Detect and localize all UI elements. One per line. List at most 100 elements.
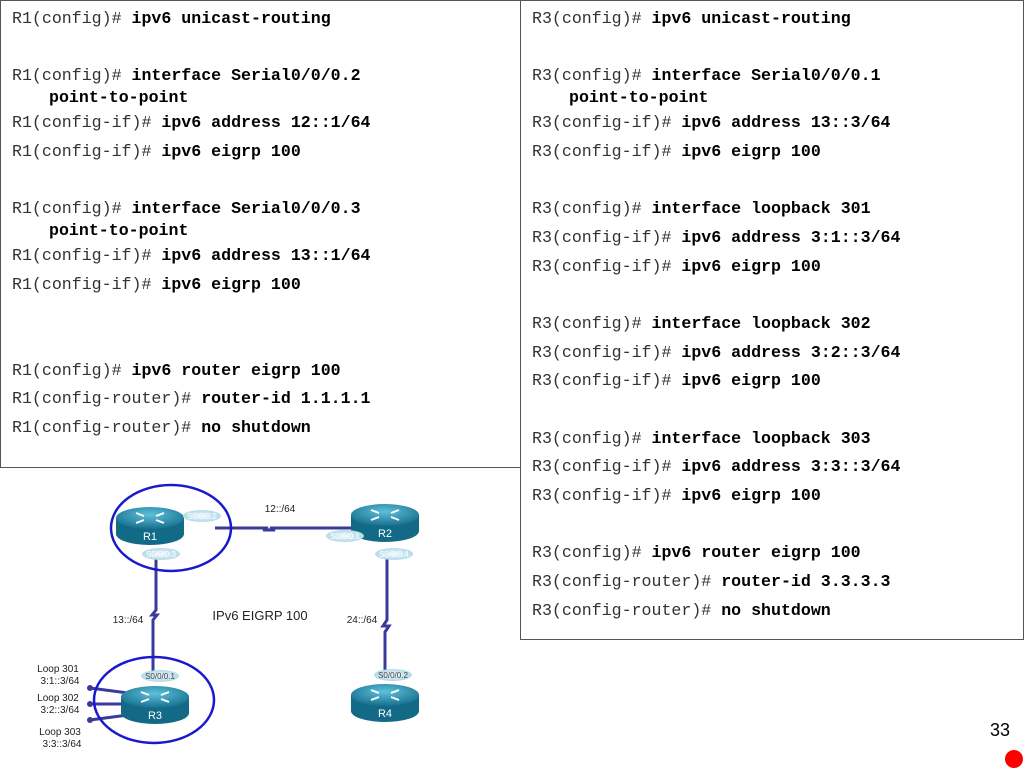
blank-line xyxy=(12,299,371,356)
config-line: R3(config)# ipv6 router eigrp 100 xyxy=(532,539,900,568)
r2-s004-pill xyxy=(375,548,413,560)
r3-s001-pill xyxy=(141,670,179,682)
r4-s002-pill xyxy=(374,669,412,681)
config-line: R1(config-if)# ipv6 address 12::1/64 xyxy=(12,109,371,138)
config-line: R1(config)# interface Serial0/0/0.3 xyxy=(12,195,371,224)
config-line: R3(config)# interface Serial0/0/0.1 xyxy=(532,62,900,91)
config-command: ipv6 eigrp 100 xyxy=(681,256,821,276)
config-prompt: R1(config)# xyxy=(12,360,132,380)
config-prompt: R3(config)# xyxy=(532,543,652,563)
config-command: ipv6 address 3:1::3/64 xyxy=(681,227,901,247)
router-r2-icon xyxy=(351,504,419,542)
config-command: interface Serial0/0/0.1 xyxy=(651,66,881,86)
config-command: ipv6 address 3:3::3/64 xyxy=(681,457,901,477)
config-prompt: R1(config-router)# xyxy=(12,389,202,409)
config-line: R3(config-if)# ipv6 eigrp 100 xyxy=(532,138,900,167)
config-command: point-to-point xyxy=(49,88,189,108)
loop303-addr: 3:3::3/64 xyxy=(43,739,82,750)
config-command: router-id 1.1.1.1 xyxy=(201,389,371,409)
config-prompt: R1(config)# xyxy=(12,66,132,86)
config-line: R1(config)# ipv6 router eigrp 100 xyxy=(12,357,371,386)
loopback-dot-302 xyxy=(87,701,93,707)
config-command: interface Serial0/0/0.3 xyxy=(131,199,361,219)
r2-s004-label: S0/0/0.4 xyxy=(379,550,409,559)
config-prompt: R3(config-if)# xyxy=(532,227,682,247)
config-line: R3(config-if)# ipv6 eigrp 100 xyxy=(532,367,900,396)
config-line: R1(config-if)# ipv6 eigrp 100 xyxy=(12,138,371,167)
eigrp-label: IPv6 EIGRP 100 xyxy=(212,608,307,623)
loop301-name: Loop 301 xyxy=(37,664,79,675)
config-command: ipv6 address 12::1/64 xyxy=(161,113,371,133)
config-prompt: R1(config-router)# xyxy=(12,417,202,437)
r1-s002-label: S0/0/0.2 xyxy=(187,512,217,521)
blank-line xyxy=(532,34,900,63)
r2-s001-pill xyxy=(326,530,364,542)
config-line: R3(config-if)# ipv6 address 3:2::3/64 xyxy=(532,339,900,368)
router-r4-label: R4 xyxy=(378,708,392,720)
link-r1-r2 xyxy=(215,526,360,532)
config-command: interface loopback 303 xyxy=(651,428,871,448)
config-prompt: R1(config)# xyxy=(12,199,132,219)
config-command: point-to-point xyxy=(49,220,189,240)
loop301-addr: 3:1::3/64 xyxy=(41,676,80,687)
loopback-line-303 xyxy=(89,713,129,722)
config-line: R1(config)# ipv6 unicast-routing xyxy=(12,5,371,34)
config-command: ipv6 router eigrp 100 xyxy=(131,360,341,380)
config-command: ipv6 eigrp 100 xyxy=(681,486,821,505)
config-command: ipv6 address 3:2::3/64 xyxy=(681,342,901,362)
router-r4-icon xyxy=(351,684,419,722)
config-prompt: R3(config-router)# xyxy=(532,572,722,592)
blank-line xyxy=(532,511,900,540)
config-line: R1(config-router)# router-id 1.1.1.1 xyxy=(12,385,371,414)
config-continuation: point-to-point xyxy=(532,86,900,109)
link-r1-r3 xyxy=(148,550,161,675)
config-prompt: R3(config-if)# xyxy=(532,113,682,133)
config-command: ipv6 eigrp 100 xyxy=(681,371,821,391)
r1-s002-pill xyxy=(183,510,221,522)
config-command: ipv6 eigrp 100 xyxy=(681,141,821,161)
blank-line xyxy=(12,166,371,195)
config-prompt: R3(config-if)# xyxy=(532,342,682,362)
page-number: 33 xyxy=(990,720,1011,740)
config-prompt: R1(config)# xyxy=(12,9,132,28)
config-line: R3(config-if)# ipv6 eigrp 100 xyxy=(532,253,900,282)
config-continuation: point-to-point xyxy=(12,86,371,109)
config-line: R3(config)# ipv6 unicast-routing xyxy=(532,5,900,34)
config-prompt: R3(config-router)# xyxy=(532,600,722,620)
config-line: R3(config)# interface loopback 303 xyxy=(532,425,900,454)
config-prompt: R1(config-if)# xyxy=(12,245,162,265)
config-command: interface Serial0/0/0.2 xyxy=(131,66,361,86)
config-prompt: R3(config)# xyxy=(532,66,652,86)
router-r3-label: R3 xyxy=(148,710,162,722)
config-prompt: R3(config-if)# xyxy=(532,371,682,391)
config-line: R3(config-if)# ipv6 address 13::3/64 xyxy=(532,109,900,138)
config-line: R3(config)# interface loopback 302 xyxy=(532,310,900,339)
config-prompt: R3(config)# xyxy=(532,428,652,448)
config-prompt: R1(config-if)# xyxy=(12,113,162,133)
config-line: R1(config-if)# ipv6 address 13::1/64 xyxy=(12,242,371,271)
loop302-name: Loop 302 xyxy=(37,693,79,704)
config-prompt: R3(config)# xyxy=(532,9,652,28)
config-command: ipv6 router eigrp 100 xyxy=(651,543,861,563)
r3-s001-label: S0/0/0.1 xyxy=(145,672,175,681)
config-command: ipv6 unicast-routing xyxy=(651,9,851,28)
r1-s003-label: S0/0/0.3 xyxy=(146,550,176,559)
config-continuation: point-to-point xyxy=(12,219,371,242)
r2-s001-label: S0/0/0.1 xyxy=(330,532,360,541)
router-r2-label: R2 xyxy=(378,528,392,540)
network-topology-diagram: R1 R2 R3 R4 S0/0/0.2 S0/0/0.3 S0/0/0.1 S… xyxy=(37,483,419,750)
config-prompt: R1(config-if)# xyxy=(12,274,162,294)
config-command: no shutdown xyxy=(201,417,311,437)
router-r1-label: R1 xyxy=(143,531,157,543)
config-line: R1(config-router)# no shutdown xyxy=(12,414,371,443)
config-command: ipv6 eigrp 100 xyxy=(161,141,301,161)
blank-line xyxy=(12,34,371,63)
config-line: R3(config-router)# router-id 3.3.3.3 xyxy=(532,568,900,597)
config-command: ipv6 eigrp 100 xyxy=(161,274,301,294)
config-prompt: R3(config-if)# xyxy=(532,141,682,161)
config-prompt: R3(config)# xyxy=(532,313,652,333)
